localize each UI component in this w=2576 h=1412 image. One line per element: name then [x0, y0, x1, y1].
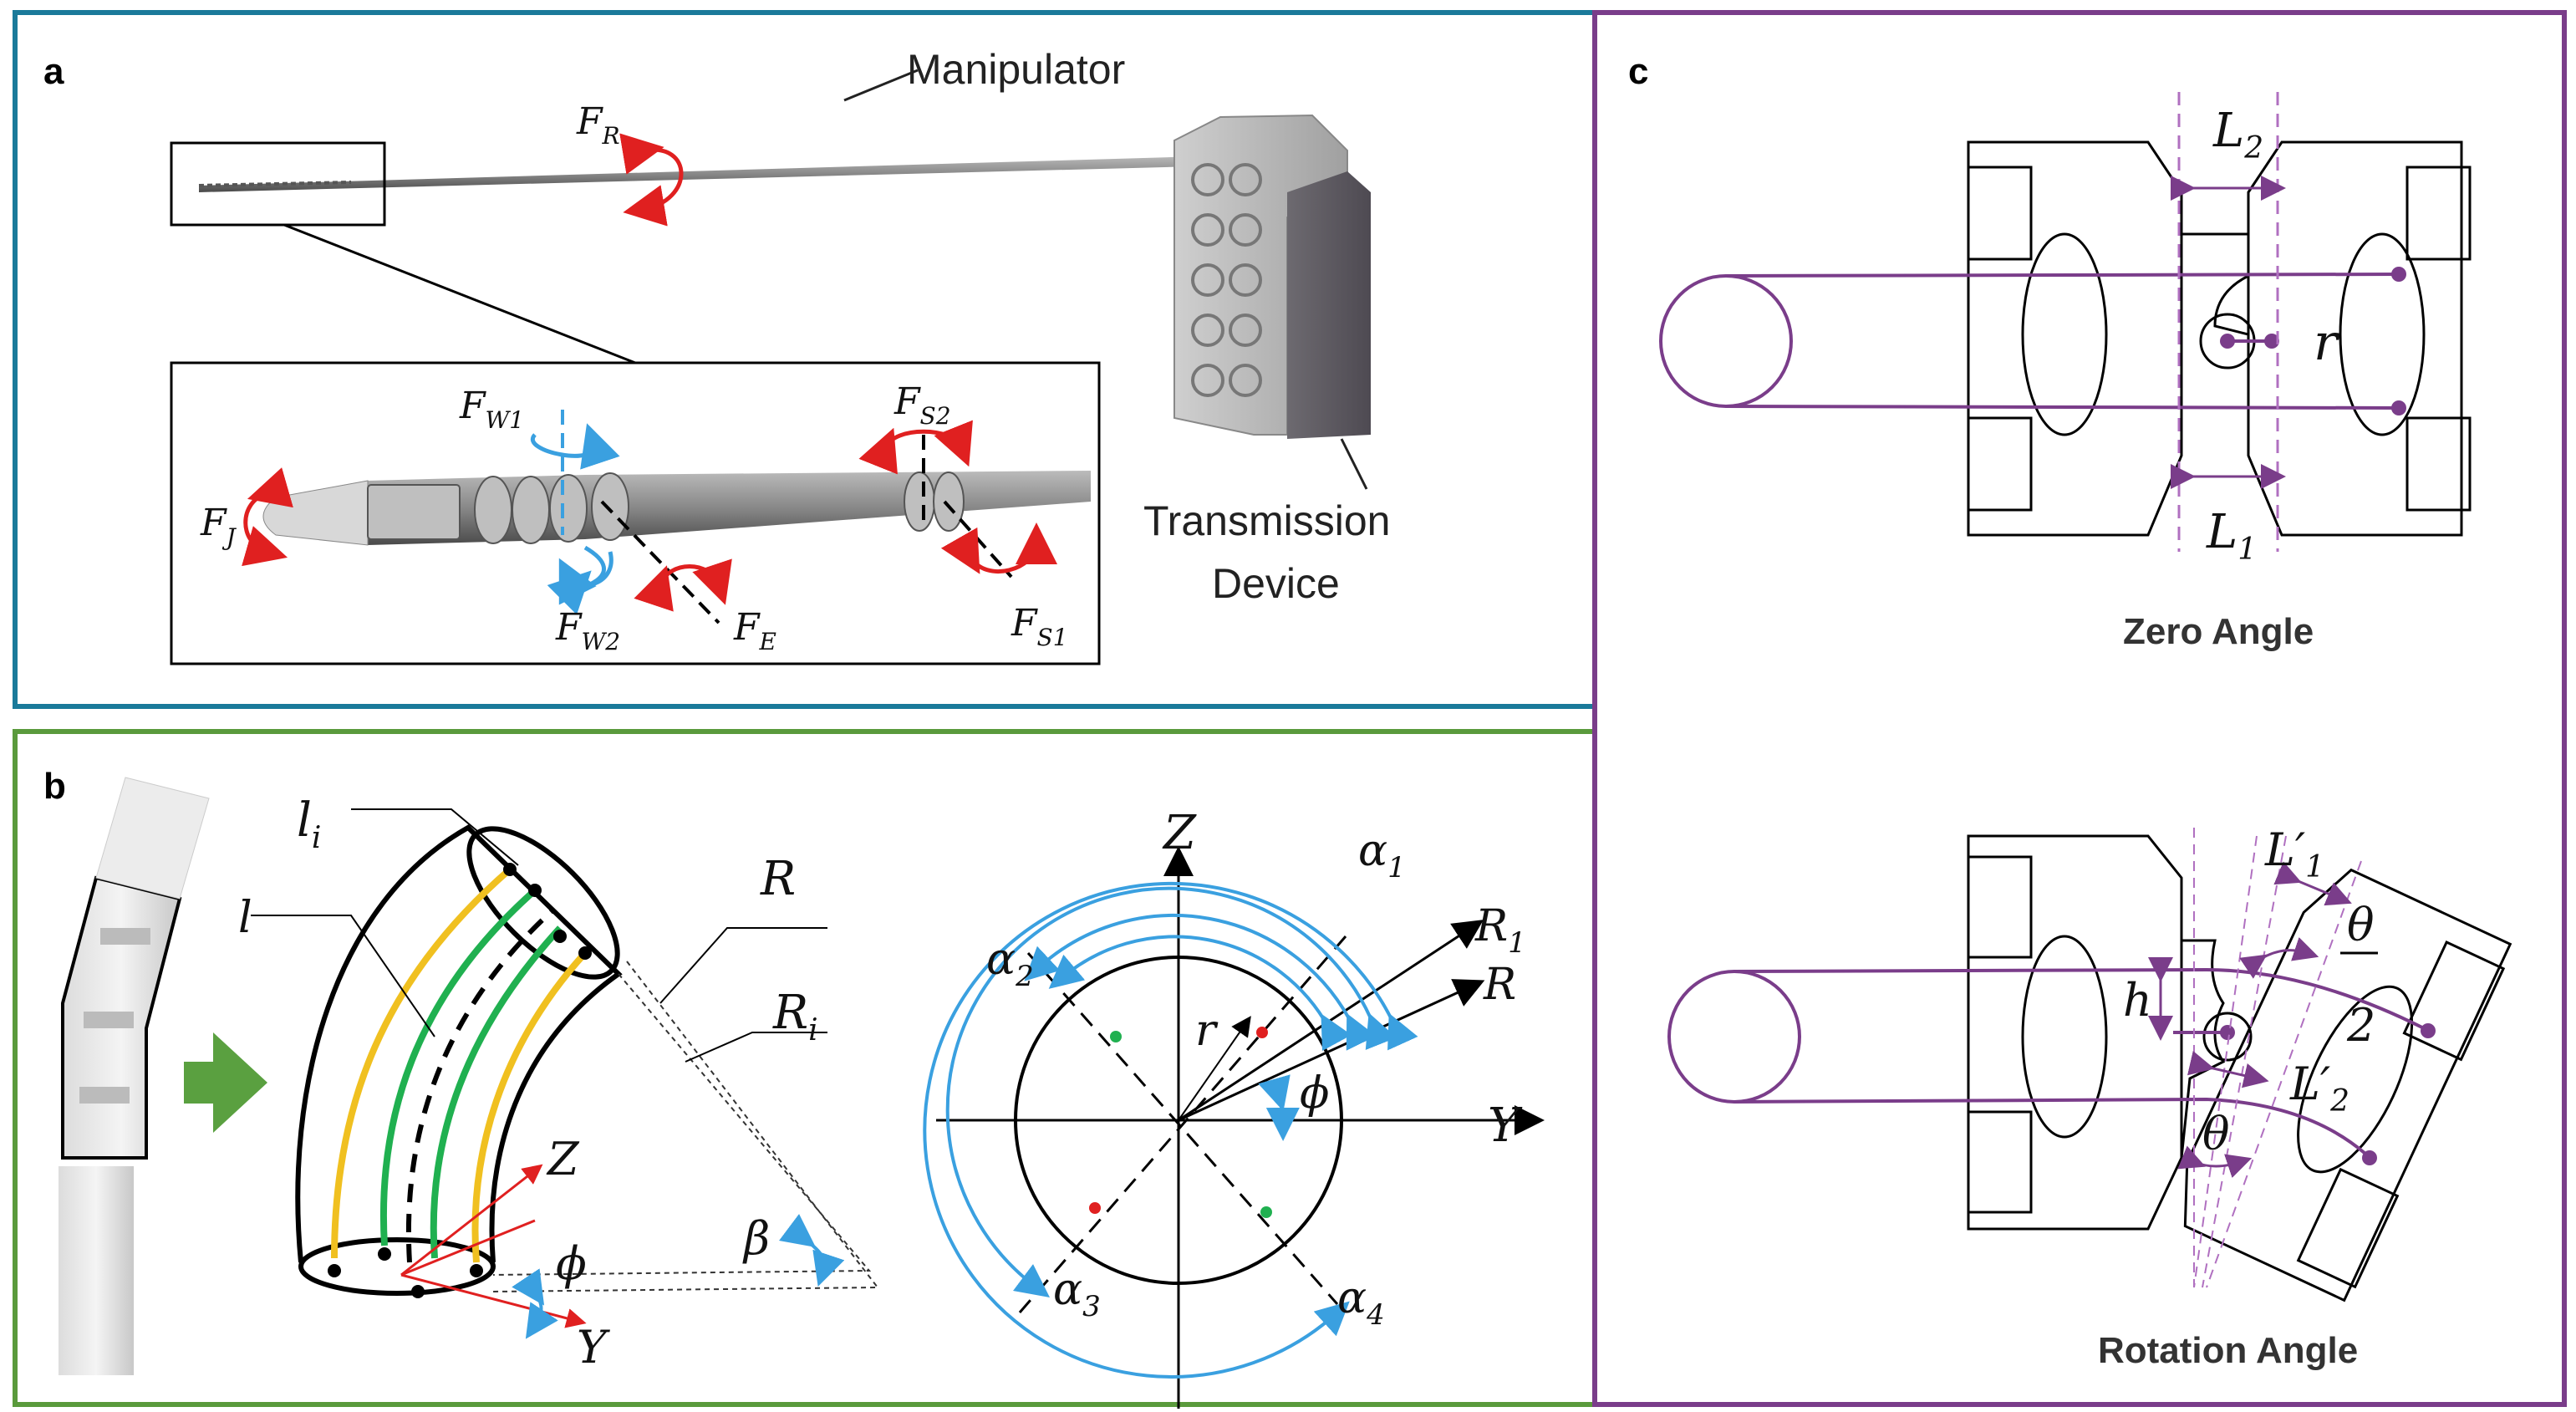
force-arrow-fs1 — [940, 522, 1057, 574]
cross-section — [923, 846, 1545, 1409]
label-l: l — [238, 893, 252, 943]
label-alpha3: α3 — [1053, 1265, 1101, 1323]
label-y-tube: Y — [577, 1321, 610, 1374]
panel-c-letter: c — [1628, 51, 1648, 92]
label-theta-num: θ — [2347, 899, 2375, 951]
label-theta-den: 2 — [2346, 999, 2375, 1052]
zero-angle-cables — [1659, 92, 2406, 552]
label-l1-prime: L′1 — [2264, 823, 2324, 884]
wrist-zoom-drawing — [262, 471, 1091, 546]
zero-angle-joint — [1967, 140, 2472, 537]
label-ri: Ri — [772, 986, 818, 1048]
label-theta: θ — [2202, 1108, 2230, 1160]
panel-b: b — [13, 729, 1597, 1409]
label-alpha2: α2 — [986, 935, 1034, 993]
panel-a-letter: a — [43, 51, 64, 92]
force-arrow-fr — [619, 133, 684, 227]
label-alpha1: α1 — [1358, 826, 1406, 884]
label-r-small: r — [1195, 1006, 1219, 1056]
curved-tube — [251, 808, 880, 1339]
rotation-angle-joint — [1967, 834, 2512, 1302]
tip-zoom-box — [170, 141, 386, 227]
label-alpha4: α4 — [1337, 1273, 1385, 1332]
label-beta: β — [742, 1212, 770, 1265]
transmission-label-line2: Device — [1212, 560, 1340, 607]
transmission-label-line1: Transmission — [1143, 497, 1390, 544]
panel-c-border — [1592, 10, 2567, 1407]
label-li: li — [297, 793, 321, 855]
panel-c: c L2 L1 r Zero Angle — [1592, 10, 2567, 1407]
label-h: h — [2123, 974, 2152, 1027]
label-l2-prime: L′2 — [2289, 1058, 2349, 1119]
label-r-zero: r — [2314, 313, 2340, 372]
label-z-axis: Z — [1162, 806, 1197, 860]
force-arrow-fs2 — [858, 420, 973, 475]
label-fw2: FW2 — [555, 606, 620, 655]
transmission-device — [1173, 114, 1371, 439]
zero-angle-caption: Zero Angle — [2123, 611, 2314, 652]
label-phi-cs: ϕ — [1300, 1068, 1329, 1119]
label-y-axis: Y — [1488, 1099, 1523, 1153]
label-l1: L1 — [2206, 505, 2257, 567]
rotation-angle-caption: Rotation Angle — [2098, 1330, 2358, 1371]
panel-b-letter: b — [43, 766, 66, 807]
label-fs1: FS1 — [1011, 602, 1068, 651]
label-phi-tube: ϕ — [556, 1237, 587, 1290]
green-arrow — [184, 1032, 267, 1133]
label-r-cs: R — [1483, 960, 1516, 1010]
force-arrow-fj — [242, 467, 293, 567]
manipulator-rod — [199, 155, 1229, 192]
label-z-tube: Z — [546, 1133, 580, 1185]
label-fw1: FW1 — [459, 385, 524, 434]
label-fe: FE — [733, 606, 776, 655]
label-fs2: FS2 — [893, 380, 951, 430]
label-r1: R1 — [1474, 901, 1526, 960]
label-l2: L2 — [2212, 104, 2263, 166]
joint-photo — [59, 777, 210, 1375]
label-fj: FJ — [200, 502, 237, 551]
panel-a: a Manipulator FR Transmission Device — [13, 10, 1597, 709]
force-arrow-fw2 — [558, 551, 613, 605]
label-fr: FR — [576, 100, 620, 150]
label-r-big: R — [760, 852, 796, 906]
rotation-angle-cables — [1667, 828, 2436, 1288]
force-arrow-fe — [634, 558, 732, 612]
force-arrow-fw1 — [530, 423, 620, 470]
manipulator-label: Manipulator — [907, 46, 1125, 93]
